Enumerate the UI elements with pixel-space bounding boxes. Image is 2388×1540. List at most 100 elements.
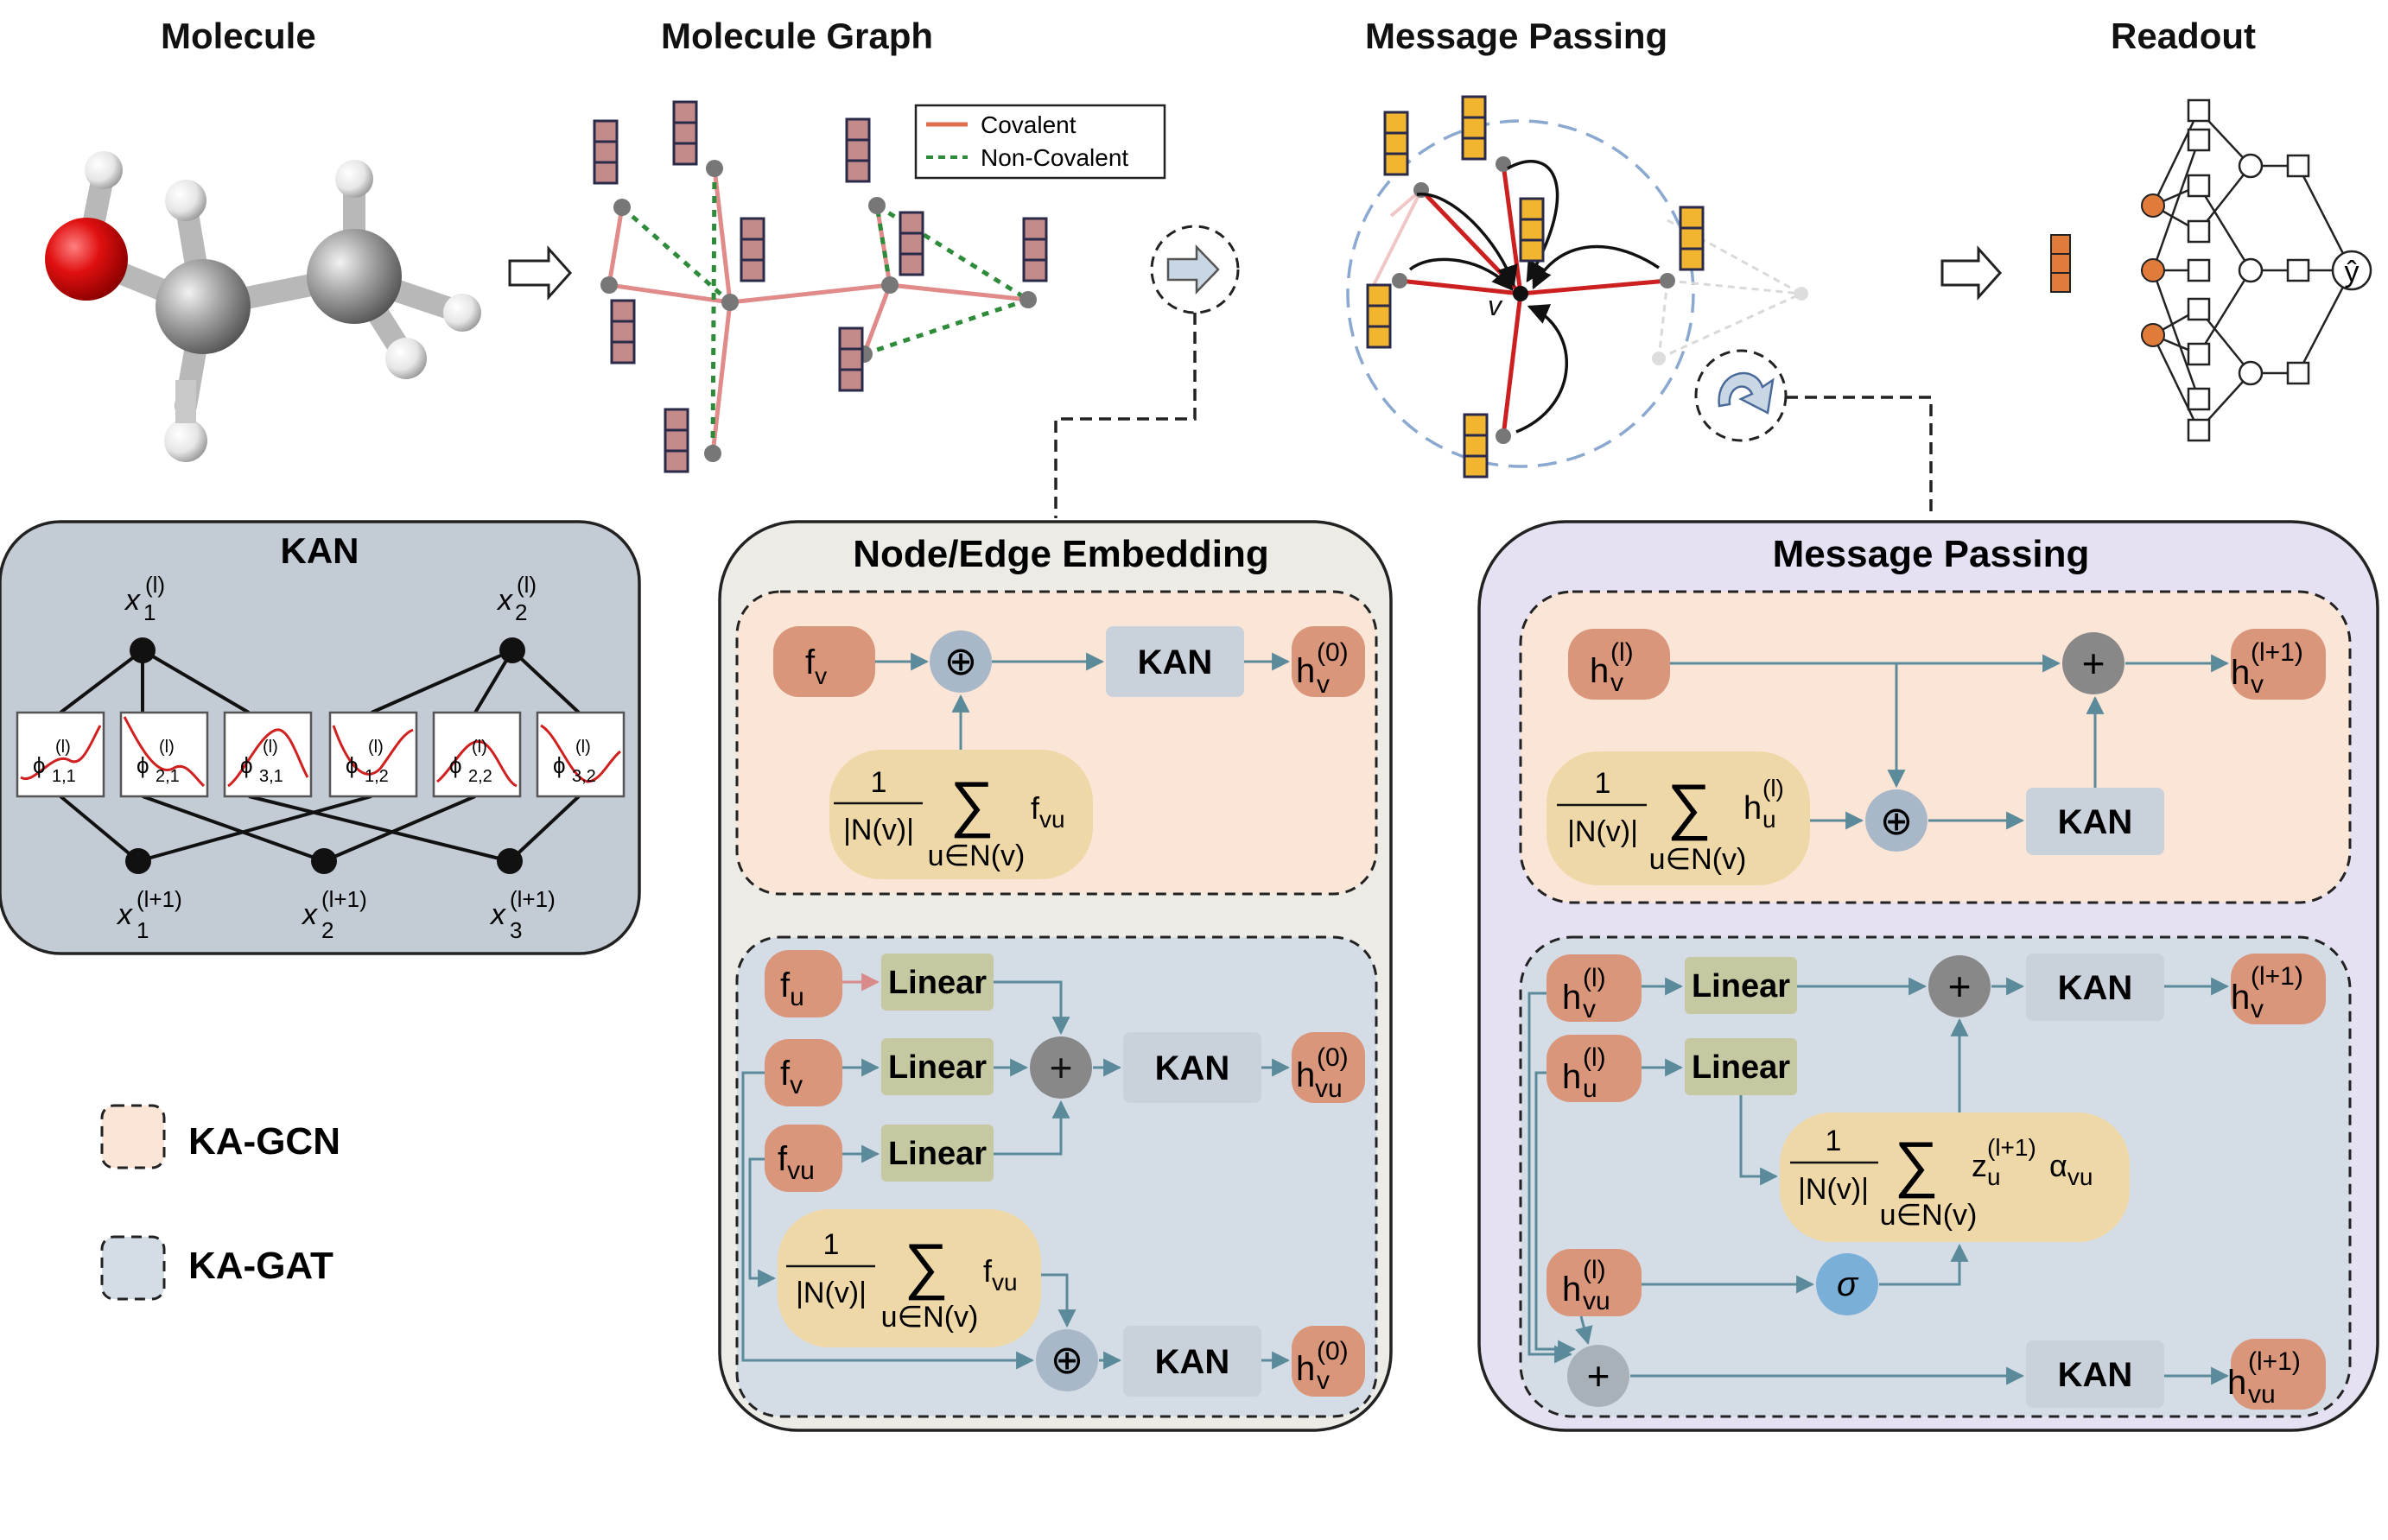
svg-text:(l+1): (l+1) (2251, 962, 2303, 991)
legend-non-covalent: Non-Covalent (981, 144, 1128, 171)
svg-text:1,1: 1,1 (52, 767, 76, 786)
svg-text:1,2: 1,2 (365, 767, 389, 786)
molecule-3d (45, 151, 481, 462)
svg-text:vu: vu (2248, 1380, 2276, 1409)
embedding-gat-fvu: fvu (778, 1140, 815, 1185)
svg-text:(l): (l) (1583, 964, 1606, 992)
svg-text:1: 1 (823, 1228, 840, 1261)
svg-text:(l+1): (l+1) (510, 886, 556, 912)
svg-text:x: x (489, 898, 506, 931)
embedding-linear-3: Linear (888, 1136, 987, 1172)
variant-legend: KA-GCN KA-GAT (100, 1104, 340, 1301)
svg-text:h: h (2231, 979, 2250, 1017)
svg-text:v: v (1583, 995, 1596, 1023)
embedding-gat-oplus: ⊕ (1051, 1337, 1084, 1382)
message-gcn-output: h (l+1) v (2231, 638, 2303, 699)
svg-text:|N(v)|: |N(v)| (796, 1277, 867, 1309)
svg-text:(l+1): (l+1) (2248, 1347, 2301, 1376)
header-molecule: Molecule (161, 16, 316, 56)
svg-text:x: x (124, 584, 141, 617)
svg-text:(l+1): (l+1) (2251, 638, 2303, 667)
message-gcn-kan: KAN (2058, 803, 2133, 841)
svg-text:h: h (1296, 1056, 1315, 1094)
svg-text:(l): (l) (517, 572, 537, 598)
svg-text:u: u (1583, 1074, 1597, 1103)
message-gcn-oplus: ⊕ (1880, 798, 1914, 843)
message-gat-input-hvu: h (l) vu (1562, 1256, 1610, 1315)
svg-text:x: x (116, 898, 133, 931)
svg-text:ϕ: ϕ (449, 752, 462, 778)
embedding-gat-plus: + (1050, 1045, 1073, 1090)
embedding-gat-fu: fu (780, 966, 804, 1011)
svg-text:∑: ∑ (904, 1232, 948, 1301)
svg-text:h: h (1562, 1271, 1581, 1309)
svg-text:(0): (0) (1317, 1043, 1349, 1072)
graph-legend (914, 104, 1166, 180)
svg-text:h: h (2231, 654, 2250, 692)
svg-text:u∈N(v): u∈N(v) (1649, 843, 1747, 876)
header-message-passing: Message Passing (1365, 16, 1668, 56)
svg-text:v: v (1610, 669, 1623, 697)
svg-text:u∈N(v): u∈N(v) (1880, 1199, 1978, 1232)
svg-text:u∈N(v): u∈N(v) (928, 840, 1026, 872)
svg-text:v: v (1317, 670, 1330, 699)
message-gat-plus-2: + (1587, 1353, 1610, 1398)
message-gcn-aggregation (1546, 751, 1810, 885)
embedding-panel: Node/Edge Embedding fv ⊕ KAN h (0) v 1 |… (718, 520, 1393, 1432)
svg-text:1: 1 (871, 766, 887, 799)
svg-text:ϕ: ϕ (33, 752, 46, 778)
svg-text:h: h (1296, 1350, 1315, 1388)
message-passing-graph: v (1346, 95, 1933, 511)
svg-text:αvu: αvu (2049, 1148, 2093, 1190)
svg-text:2,1: 2,1 (156, 767, 180, 786)
message-linear-1: Linear (1692, 968, 1790, 1004)
svg-text:(l+1): (l+1) (1987, 1134, 2036, 1161)
svg-text:(l): (l) (145, 572, 165, 598)
svg-text:(l): (l) (472, 738, 487, 757)
molecule-graph: Covalent Non-Covalent (593, 100, 1166, 473)
embedding-gcn-input (773, 626, 875, 697)
svg-text:fvu: fvu (1031, 790, 1065, 833)
svg-text:∑: ∑ (949, 770, 994, 839)
svg-text:(l): (l) (368, 738, 384, 757)
message-gat-input-hu: h (l) u (1562, 1043, 1606, 1103)
svg-text:|N(v)|: |N(v)| (1798, 1173, 1869, 1206)
svg-text:v: v (1317, 1366, 1330, 1395)
svg-text:2: 2 (321, 917, 333, 943)
legend-ka-gcn: KA-GCN (188, 1120, 340, 1163)
message-gat-kan-2: KAN (2058, 1356, 2133, 1394)
center-node-label: v (1488, 290, 1503, 321)
legend-ka-gat: KA-GAT (188, 1245, 333, 1287)
svg-text:1: 1 (1826, 1125, 1842, 1157)
svg-text:ϕ: ϕ (553, 752, 566, 778)
embedding-gcn-aggregation (829, 750, 1093, 879)
message-gat-output-edge: h (l+1) vu (2227, 1347, 2301, 1409)
svg-text:1: 1 (143, 599, 156, 625)
svg-text:u∈N(v): u∈N(v) (881, 1301, 979, 1334)
embedding-gat-output-node: h (0) v (1296, 1337, 1349, 1395)
message-title: Message Passing (1773, 533, 2090, 575)
kan-input-x1: x (l) 1 (124, 572, 165, 625)
message-gat-plus-1: + (1948, 964, 1972, 1009)
svg-text:(l): (l) (159, 738, 175, 757)
svg-text:u: u (1762, 806, 1776, 833)
svg-text:(0): (0) (1317, 1337, 1349, 1366)
header-readout: Readout (2111, 16, 2256, 56)
svg-text:(l): (l) (1610, 638, 1634, 667)
kan-output-x3: x (l+1) 3 (489, 886, 556, 943)
embedding-gat-aggregation (778, 1209, 1041, 1347)
svg-text:(l+1): (l+1) (137, 886, 182, 912)
svg-text:h: h (1562, 979, 1581, 1017)
svg-text:|N(v)|: |N(v)| (843, 814, 914, 846)
embedding-gcn-oplus: ⊕ (944, 638, 978, 683)
kan-output-x1: x (l+1) 1 (116, 886, 182, 943)
svg-text:1: 1 (1595, 767, 1611, 800)
svg-text:(l): (l) (1762, 775, 1784, 802)
svg-text:2,2: 2,2 (468, 767, 492, 786)
svg-text:h: h (1590, 652, 1609, 690)
message-gat-kan-1: KAN (2058, 969, 2133, 1007)
svg-text:∑: ∑ (1667, 772, 1711, 841)
embedding-linear-2: Linear (888, 1049, 987, 1086)
embedding-linear-1: Linear (888, 965, 987, 1001)
header-molecule-graph: Molecule Graph (661, 16, 934, 56)
